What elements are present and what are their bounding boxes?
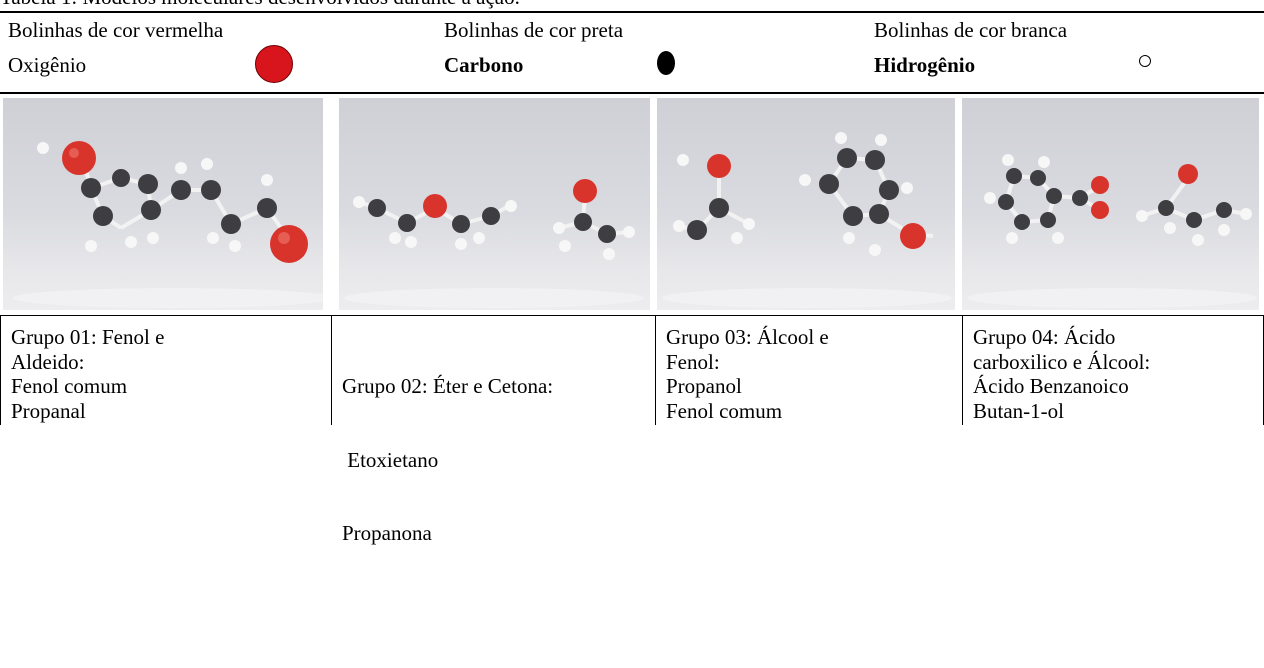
molecule-photo-1 — [3, 98, 323, 310]
group-line: Etoxietano — [342, 447, 439, 472]
photo-row — [0, 94, 1264, 316]
molecule-photo-4 — [962, 98, 1259, 310]
legend-title: Bolinhas de cor preta — [444, 18, 624, 42]
group-cell-4: Grupo 04: Ácido carboxilico e Álcool: Ác… — [962, 315, 1264, 425]
group-line: Propanol — [666, 374, 742, 398]
group-line: Ácido Benzanoico — [973, 374, 1129, 398]
group-line — [342, 595, 553, 620]
top-rule — [0, 11, 1264, 13]
group-line: Butan-1-ol — [973, 398, 1064, 423]
group-line: carboxilico e Álcool: — [973, 349, 1151, 374]
black-ball-icon — [657, 51, 675, 75]
white-ball-icon — [1139, 55, 1151, 67]
group-cell-3: Grupo 03: Álcool e Fenol: Propanol Fenol… — [655, 315, 962, 425]
legend-element: Carbono — [444, 53, 524, 77]
group-line: Grupo 04: Ácido — [973, 325, 1116, 349]
table-caption: Tabela 1: Modelos moleculares desenvolvi… — [0, 0, 520, 8]
group-line: Fenol: — [666, 349, 720, 374]
group-cell-1: Grupo 01: Fenol e Aldeido: Fenol comum P… — [0, 315, 331, 425]
group-line: Propanona — [342, 521, 432, 545]
legend-hydrogen: Bolinhas de cor branca Hidrogênio — [874, 14, 1254, 92]
group-line: Aldeido: — [11, 349, 85, 374]
group-line: Grupo 03: Álcool e — [666, 325, 829, 349]
group-line: Grupo 02: Éter e Cetona: — [342, 374, 554, 398]
legend-element: Hidrogênio — [874, 53, 976, 77]
legend-oxygen: Bolinhas de cor vermelha Oxigênio — [8, 14, 428, 92]
group-line: Propanal — [11, 398, 86, 423]
group-line: Fenol comum — [666, 398, 783, 423]
group-line: Fenol comum — [11, 374, 128, 398]
legend-element: Oxigênio — [8, 53, 87, 77]
legend-title: Bolinhas de cor vermelha — [8, 18, 224, 42]
molecule-photo-3 — [657, 98, 955, 310]
middle-rule — [0, 92, 1264, 94]
group-line: Grupo 01: Fenol e — [11, 325, 165, 349]
red-ball-icon — [255, 45, 293, 83]
molecule-photo-2 — [339, 98, 650, 310]
legend-title: Bolinhas de cor branca — [874, 18, 1068, 42]
legend-row: Bolinhas de cor vermelha Oxigênio Bolinh… — [0, 14, 1264, 92]
groups-table: Grupo 01: Fenol e Aldeido: Fenol comum P… — [0, 315, 1264, 545]
legend-carbon: Bolinhas de cor preta Carbono — [444, 14, 844, 92]
group-cell-2: Grupo 02: Éter e Cetona: Etoxietano Prop… — [331, 315, 655, 545]
